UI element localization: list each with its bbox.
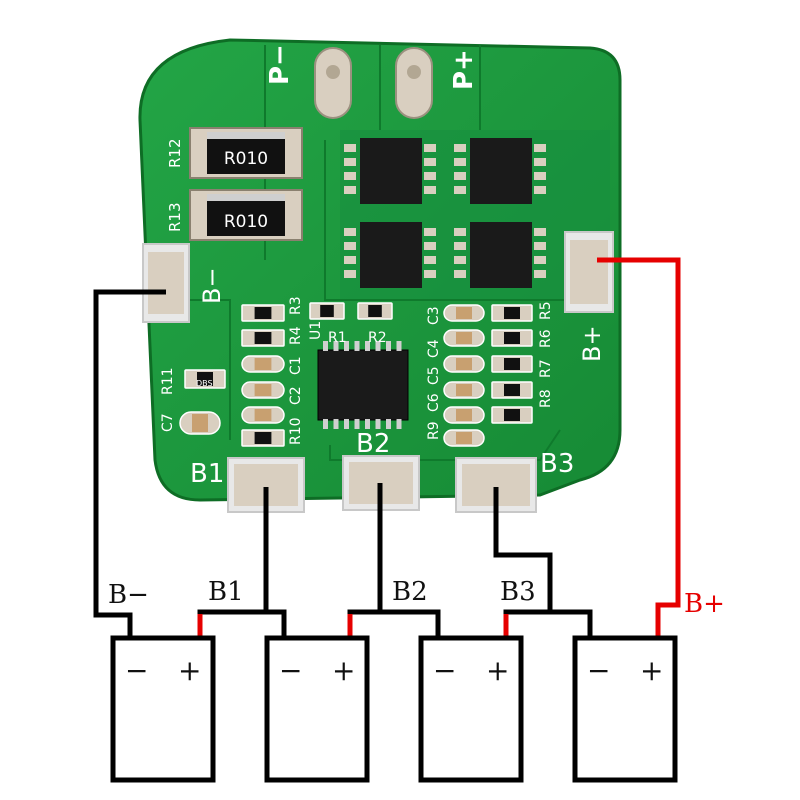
wire-b2-to-cell3 <box>380 609 441 638</box>
smd-part-8 <box>443 304 485 322</box>
smd-part-10 <box>443 355 485 373</box>
smd-part-6 <box>309 302 345 320</box>
cell-4-minus: − <box>587 654 610 687</box>
smd-part-13 <box>443 429 485 447</box>
wires <box>93 257 681 638</box>
smd-part-3 <box>241 381 285 399</box>
cell-1-minus: − <box>125 654 148 687</box>
mosfet-group <box>344 138 546 288</box>
cell-2-plus: + <box>332 654 355 687</box>
c4-label: C4 <box>426 339 442 358</box>
smd-part-7 <box>357 302 393 320</box>
smd-part-17 <box>491 381 533 399</box>
protection-ic <box>317 341 409 429</box>
smd-part-2 <box>241 355 285 373</box>
wire-label-b-minus: B− <box>108 580 149 610</box>
r4-label: R4 <box>288 326 304 345</box>
cell-3-plus: + <box>486 654 509 687</box>
small-components <box>179 302 533 447</box>
r5-label: R5 <box>538 301 554 320</box>
smd-part-9 <box>443 329 485 347</box>
resistor-r13: R010 <box>189 189 303 241</box>
wire-label-b3: B3 <box>500 577 536 607</box>
c3-label: C3 <box>426 306 442 325</box>
resistor-r13-marking: R010 <box>224 212 268 232</box>
r8-label: R8 <box>538 389 554 408</box>
r12-label: R12 <box>166 138 184 168</box>
u1-label: U1 <box>308 321 324 340</box>
wire-b-minus <box>93 289 166 638</box>
smd-part-15 <box>491 329 533 347</box>
wire-label-b-plus: B+ <box>684 589 725 619</box>
r11-label: R11 <box>160 367 176 395</box>
cell-1-plus: + <box>178 654 201 687</box>
b2-board-label: B2 <box>356 429 390 459</box>
wire-b1-to-cell2 <box>266 609 287 638</box>
b-plus-pad <box>564 231 614 313</box>
b3-pad <box>455 457 537 513</box>
p-minus-pad <box>314 47 352 119</box>
smd-part-20 <box>179 411 221 435</box>
r1-label: R1 <box>328 330 347 346</box>
wire-b-plus <box>597 257 681 638</box>
resistor-r12-marking: R010 <box>224 149 268 169</box>
battery-cell-4: − + <box>572 635 678 783</box>
mosfet-4 <box>454 222 546 288</box>
cell-2-minus: − <box>279 654 302 687</box>
r9-label: R9 <box>426 421 442 440</box>
r6-label: R6 <box>538 329 554 348</box>
wire-label-b1: B1 <box>208 577 244 607</box>
dbs-label: DBS <box>196 379 213 388</box>
c7-label: C7 <box>160 413 176 432</box>
battery-cell-1: − + <box>110 635 216 783</box>
smd-part-0 <box>241 304 285 322</box>
b-plus-board-label: B+ <box>578 325 606 362</box>
r2-label: R2 <box>368 330 387 346</box>
c5-label: C5 <box>426 366 442 385</box>
smd-part-12 <box>443 406 485 424</box>
smd-part-4 <box>241 406 285 424</box>
b1-board-label: B1 <box>190 459 224 489</box>
r3-label: R3 <box>288 296 304 315</box>
smd-part-5 <box>241 429 285 447</box>
battery-cell-3: − + <box>418 635 524 783</box>
smd-part-18 <box>491 406 533 424</box>
cell-4-plus: + <box>640 654 663 687</box>
b3-board-label: B3 <box>540 449 574 479</box>
smd-part-11 <box>443 381 485 399</box>
battery-cell-2: − + <box>264 635 370 783</box>
b-minus-board-label: B− <box>198 267 226 304</box>
smd-part-19 <box>184 369 226 389</box>
r7-label: R7 <box>538 359 554 378</box>
mosfet-3 <box>344 222 436 288</box>
smd-part-16 <box>491 355 533 373</box>
wire-label-b2: B2 <box>392 577 428 607</box>
smd-part-14 <box>491 304 533 322</box>
cell-3-minus: − <box>433 654 456 687</box>
mosfet-1 <box>344 138 436 204</box>
resistor-r12: R010 <box>189 127 303 179</box>
b-minus-pad <box>142 243 190 323</box>
p-minus-label: P− <box>265 44 295 85</box>
r10-label: R10 <box>288 417 304 445</box>
p-plus-label: P+ <box>449 49 479 90</box>
mosfet-2 <box>454 138 546 204</box>
r13-label: R13 <box>166 202 184 232</box>
c2-label: C2 <box>288 386 304 405</box>
c1-label: C1 <box>288 356 304 375</box>
p-plus-pad <box>395 47 433 119</box>
wire-b3-to-cell4 <box>550 609 593 638</box>
c6-label: C6 <box>426 393 442 412</box>
smd-part-1 <box>241 329 285 347</box>
